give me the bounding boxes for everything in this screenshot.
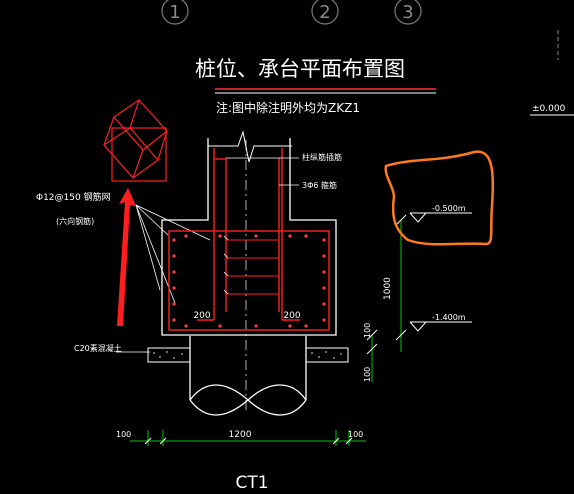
axis-bubble-1 [161,0,189,25]
dim-width-1200: 1200 [229,430,252,440]
callout-cushion: C20素混凝土 [74,343,122,353]
axis-bubble-3 [394,0,422,25]
axis-label-3: 3 [402,2,413,23]
dim-vertical-100-b: 100 [363,367,372,382]
drawing-label: CT1 [235,473,268,493]
elevation-top-label: ±0.000 [532,104,566,114]
dimension-ticks [144,214,407,445]
elevation-bottom-label: -1.400m [432,313,466,322]
dim-side-100-right: 100 [348,430,363,439]
callout-mesh: Φ12@150 钢筋网 [36,191,111,203]
rebar-dots [172,234,326,328]
dim-vertical-100-a: 100 [363,323,372,338]
dim-left-200: 200 [193,311,210,321]
elevation-mid-label: -0.500m [432,204,466,213]
dim-right-200: 200 [283,311,300,321]
callout-stirrup: 3Φ6 箍筋 [302,180,337,190]
dimension-lines [130,220,402,446]
pile [189,336,307,416]
callout-mesh-sub: (六向钢筋) [56,216,94,226]
drawing-title: 桩位、承台平面布置图 [195,57,405,81]
dim-side-100-left: 100 [116,430,131,439]
dim-vertical-1000: 1000 [383,277,393,300]
axis-label-2: 2 [319,2,330,23]
elevation-markers [409,212,472,332]
footing-outline [161,138,337,336]
stirrups [226,239,279,295]
stirrup-hooks [223,235,229,295]
callout-column-bar: 柱纵筋插筋 [302,152,342,162]
footing-rebar [168,148,330,331]
cushion-layer [147,347,349,363]
annotation-loop [384,150,495,246]
axis-bubble-2 [311,0,339,25]
column-break-symbol [208,130,292,163]
rebar-cage-sketch [103,99,168,182]
annotation-arrow [117,188,136,326]
drawing-note: 注:图中除注明外均为ZKZ1 [216,100,360,115]
axis-label-1: 1 [169,2,180,23]
